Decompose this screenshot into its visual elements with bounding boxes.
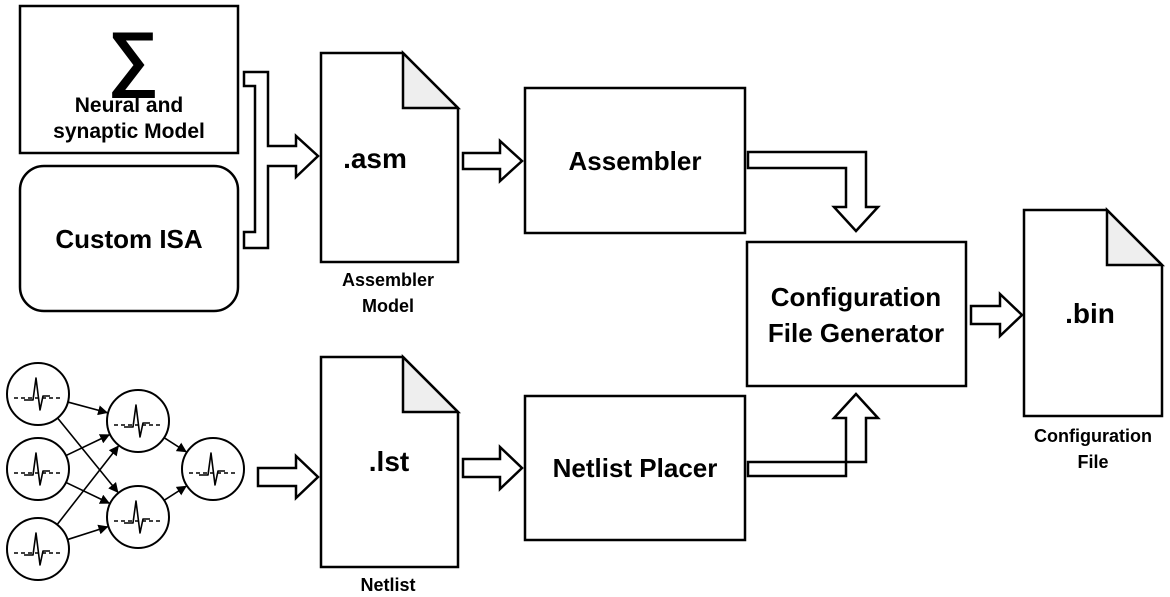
config-generator-label-line1: Configuration bbox=[771, 282, 941, 312]
lst-label: .lst bbox=[369, 446, 409, 477]
neural-model-label-line2: synaptic Model bbox=[53, 120, 205, 143]
asm-to-assembler-arrow bbox=[461, 138, 524, 184]
config-generator-label-line2: File Generator bbox=[768, 318, 944, 348]
synapse-edge bbox=[65, 481, 111, 504]
netlist-placer-box: Netlist Placer bbox=[523, 394, 747, 542]
neural-network-graph bbox=[6, 362, 245, 581]
asm-caption-line2: Model bbox=[362, 296, 414, 316]
synapse-edge bbox=[163, 485, 187, 501]
synapse-edge bbox=[56, 417, 119, 493]
neuron-node bbox=[6, 362, 70, 426]
bin-label: .bin bbox=[1065, 298, 1115, 329]
neuron-node bbox=[6, 517, 70, 581]
sigma-icon: ∑ bbox=[107, 18, 158, 98]
lst-to-placer-arrow bbox=[461, 444, 524, 492]
assembler-box: Assembler bbox=[523, 86, 747, 235]
lst-document: .lst bbox=[319, 353, 462, 569]
synapse-edge bbox=[56, 445, 119, 526]
neuron-node bbox=[6, 437, 70, 501]
synapse-edge bbox=[67, 524, 109, 541]
lst-caption: Netlist bbox=[360, 575, 415, 595]
asm-label: .asm bbox=[343, 143, 407, 174]
custom-isa-label: Custom ISA bbox=[55, 224, 203, 254]
synapse-edge bbox=[67, 401, 109, 416]
neural-model-label-line1: Neural and bbox=[75, 94, 184, 117]
neuron-node bbox=[106, 389, 170, 453]
synapse-edge bbox=[65, 434, 111, 457]
neuron-node bbox=[106, 485, 170, 549]
bin-caption-line2: File bbox=[1077, 452, 1108, 472]
assembler-to-generator-arrow bbox=[746, 150, 881, 233]
neural-model-box: ∑ Neural and synaptic Model bbox=[18, 4, 240, 155]
asm-caption-line1: Assembler bbox=[342, 270, 434, 290]
custom-isa-box: Custom ISA bbox=[18, 164, 240, 313]
synapse-edge bbox=[163, 437, 187, 453]
network-to-lst-arrow bbox=[256, 453, 320, 501]
generator-to-bin-arrow bbox=[969, 291, 1024, 339]
placer-to-generator-arrow bbox=[746, 392, 881, 478]
asm-document: .asm bbox=[319, 49, 462, 264]
neuron-node bbox=[181, 437, 245, 501]
netlist-placer-label: Netlist Placer bbox=[553, 453, 718, 483]
merge-arrow bbox=[242, 70, 320, 250]
assembler-label: Assembler bbox=[569, 146, 702, 176]
bin-document: .bin bbox=[1022, 206, 1166, 418]
bin-caption-line1: Configuration bbox=[1034, 426, 1152, 446]
config-generator-box: Configuration File Generator bbox=[745, 240, 968, 388]
